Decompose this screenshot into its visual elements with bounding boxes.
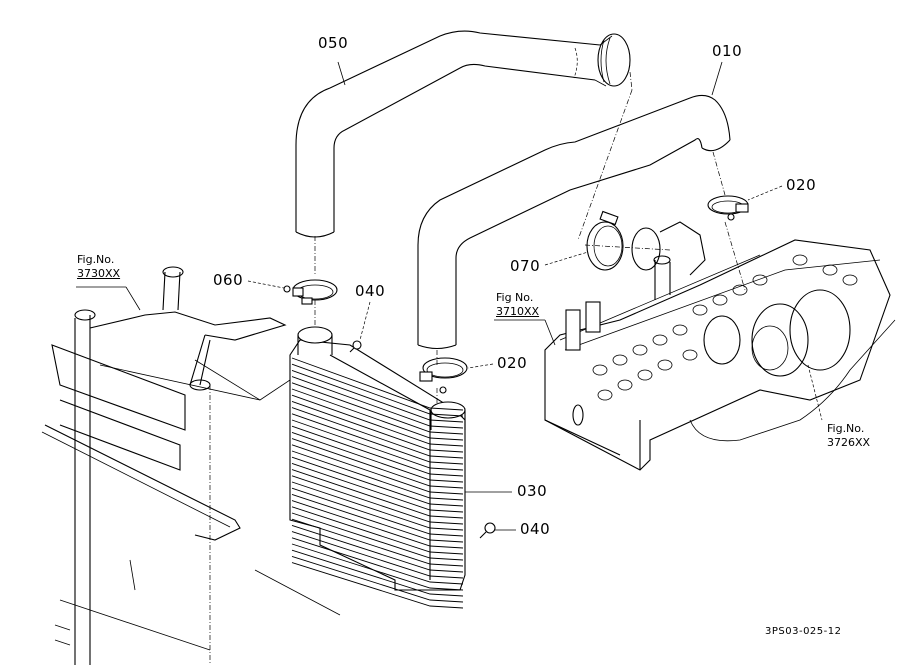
head-bolt-hole xyxy=(792,254,808,266)
head-bolt-hole xyxy=(682,349,698,361)
leader-020-lower xyxy=(467,363,494,369)
intercooler-fin xyxy=(291,357,464,411)
turbo-hose-010 xyxy=(417,94,731,350)
head-bolt-hole xyxy=(637,369,653,381)
callout-050: 050 xyxy=(318,34,349,52)
head-bolt-hole xyxy=(652,334,668,346)
callout-040-upper: 040 xyxy=(355,282,386,300)
head-bolt-hole xyxy=(712,294,728,306)
head-bolt-hole xyxy=(657,359,673,371)
callout-010: 010 xyxy=(712,42,743,60)
drawing-code: 3PS03-025-12 xyxy=(765,626,842,637)
leader-070 xyxy=(544,251,589,266)
upper-hose-050 xyxy=(295,30,631,238)
figure-ref-label: Fig.No. xyxy=(77,253,115,266)
intercooler-fin xyxy=(291,549,464,597)
callout-020-lower: 020 xyxy=(497,354,528,372)
callout-030: 030 xyxy=(517,482,548,500)
figure-ref-number: 3730XX xyxy=(77,266,121,280)
hose-band-clamp-070 xyxy=(584,210,671,271)
figure-ref-3730xx[interactable]: Fig.No. 3730XX xyxy=(77,253,120,281)
figure-ref-label: Fig.No. xyxy=(827,422,865,435)
leader-040-upper xyxy=(359,301,371,341)
head-bolt-hole xyxy=(752,274,768,286)
leader-050 xyxy=(337,61,346,86)
hose-clamp-060 xyxy=(283,279,338,305)
head-bolt-hole xyxy=(597,389,613,401)
head-bolt-hole xyxy=(672,324,688,336)
callout-060: 060 xyxy=(213,271,244,289)
frame-3730xx xyxy=(41,266,341,665)
leader-3730xx xyxy=(125,286,141,311)
bolt-040-lower xyxy=(479,522,496,539)
callout-070: 070 xyxy=(510,257,541,275)
intercooler-fin xyxy=(291,555,464,603)
engine-head xyxy=(544,221,896,471)
figure-ref-3710xx[interactable]: Fig No. 3710XX xyxy=(496,291,539,319)
head-bolt-hole xyxy=(617,379,633,391)
figure-ref-label: Fig No. xyxy=(496,291,534,304)
leader-060 xyxy=(247,280,285,289)
intercooler-fin xyxy=(291,537,464,585)
head-bolt-hole xyxy=(592,364,608,376)
intercooler-fin xyxy=(291,543,464,591)
figure-ref-number: 3710XX xyxy=(496,304,540,318)
hose-clamp-020-upper xyxy=(707,195,749,221)
bolt-040-upper xyxy=(349,340,362,353)
leader-3726xx xyxy=(807,364,823,421)
head-bolt-hole xyxy=(612,354,628,366)
intercooler-030 xyxy=(289,326,466,609)
intercooler-fin xyxy=(291,562,464,609)
head-bolt-hole xyxy=(842,274,858,286)
leader-3710xx xyxy=(544,319,556,346)
callout-020-upper: 020 xyxy=(786,176,817,194)
head-bolt-hole xyxy=(822,264,838,276)
head-bolt-hole xyxy=(692,304,708,316)
leader-010 xyxy=(711,61,723,96)
callout-040-lower: 040 xyxy=(520,520,551,538)
hose-clamp-020-lower xyxy=(419,357,468,394)
head-bolt-hole xyxy=(732,284,748,296)
figure-ref-number: 3726XX xyxy=(827,435,871,449)
head-bolt-hole xyxy=(632,344,648,356)
figure-ref-3726xx[interactable]: Fig.No. 3726XX xyxy=(827,422,870,450)
leader-020-upper xyxy=(747,185,783,201)
